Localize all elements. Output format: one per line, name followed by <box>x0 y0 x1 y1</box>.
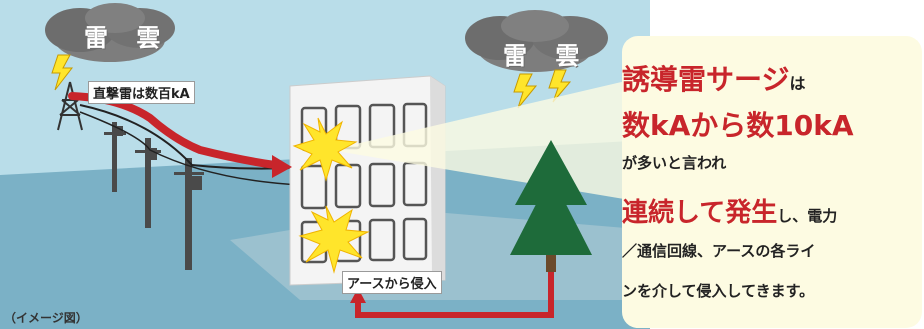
callout-highlight-induced-surge: 誘導雷サージ <box>622 63 790 96</box>
callout-line-2: 数kAから数10kA <box>622 109 854 142</box>
utility-poles-icon <box>104 122 204 270</box>
callout-line-6: ンを介して侵入してきます。 <box>622 282 815 300</box>
lightning-bolt-tree-icon <box>548 69 572 103</box>
surge-arrow-head-icon <box>272 155 292 178</box>
callout-line-1-tail: は <box>789 74 806 93</box>
callout-line-4: 連続して発生し、電力 <box>622 192 837 229</box>
power-line-2 <box>79 111 301 186</box>
callout-line-1: 誘導雷サージは <box>622 58 805 98</box>
callout-line-5: ／通信回線、アースの各ライ <box>622 242 816 260</box>
earth-entry-label: アースから侵入 <box>342 271 442 294</box>
callout-line-4-tail: し、電力 <box>777 207 838 225</box>
tree-icon <box>510 140 592 272</box>
earth-arrow-head-icon <box>350 288 366 303</box>
thundercloud-left-icon <box>45 3 175 62</box>
cloud-label-right: 雷 雲 <box>503 42 590 70</box>
power-line <box>79 104 291 170</box>
lightning-bolt-right-icon <box>513 73 538 109</box>
image-caption: （イメージ図） <box>4 311 88 325</box>
thundercloud-right-icon <box>465 10 608 72</box>
callout-text-block: 誘導雷サージは 数kAから数10kA が多いと言われ 連続して発生し、電力 ／通… <box>622 36 922 328</box>
cloud-label-left: 雷 雲 <box>84 24 171 52</box>
spark-burst-upper-icon <box>292 117 358 182</box>
callout-line-3: が多いと言われ <box>622 154 727 172</box>
direct-strike-label: 直撃雷は数百kA <box>88 81 195 104</box>
lightning-bolt-left-icon <box>51 54 74 91</box>
callout-highlight-continuous: 連続して発生 <box>622 198 778 228</box>
callout-bubble <box>622 36 922 328</box>
spark-burst-lower-icon <box>298 205 370 274</box>
surge-path-earth <box>355 272 554 318</box>
